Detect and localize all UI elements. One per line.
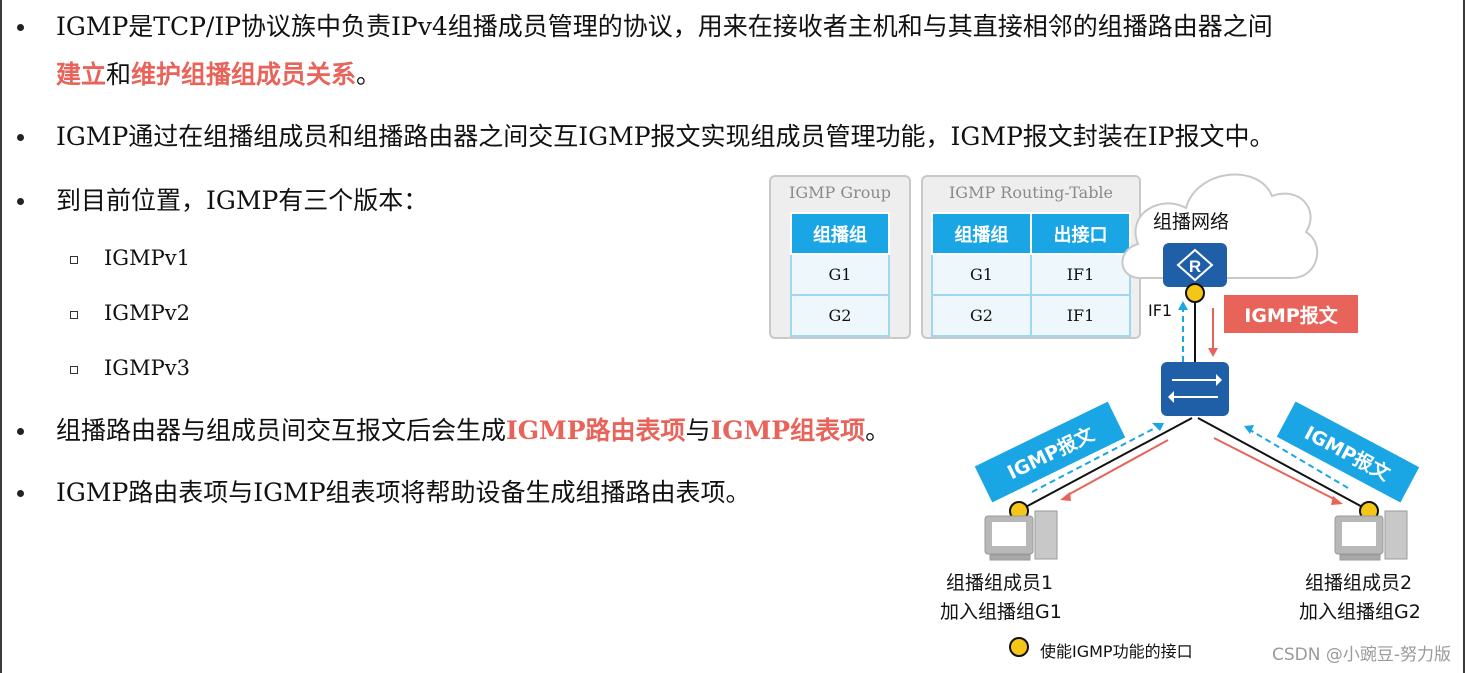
table-header: 组播组	[931, 212, 1032, 255]
table-cell: G2	[790, 294, 890, 337]
arrow-head	[1152, 423, 1164, 431]
sub-bullet-square	[70, 256, 78, 264]
table-cell: G2	[931, 294, 1032, 337]
sub-bullet-square	[70, 366, 78, 374]
pc-icon	[1334, 510, 1408, 561]
bullet-dot	[17, 134, 24, 141]
switch-icon	[1161, 362, 1229, 416]
bullet-text-1: IGMP是TCP/IP协议族中负责IPv4组播成员管理的协议，用来在接收者主机和…	[56, 12, 1273, 41]
table-cell: G1	[931, 253, 1032, 296]
highlight-establish: 建立	[56, 60, 107, 89]
arrow-head	[1244, 425, 1254, 434]
arrow-host1-down-red	[1065, 439, 1169, 497]
table-cell: G1	[790, 253, 890, 296]
member1-line1: 组播组成员1	[946, 572, 1054, 594]
arrow-head	[1060, 492, 1071, 501]
link-switch-host1	[1019, 417, 1193, 511]
bullet-text-2: IGMP通过在组播组成员和组播路由器之间交互IGMP报文实现组成员管理功能，IG…	[56, 122, 1275, 151]
bullet-dot	[17, 428, 24, 435]
version-item: IGMPv3	[104, 356, 190, 380]
arrow-host1-up-blue	[1031, 427, 1156, 493]
pc-icon	[984, 510, 1058, 561]
bullet-text-3: 到目前位置，IGMP有三个版本：	[56, 186, 429, 215]
link-switch-host2	[1197, 417, 1369, 511]
arrow-head	[1208, 348, 1218, 357]
igmp-group-table: IGMP Group 组播组 G1 G2	[769, 175, 911, 339]
bullet-text-4: 组播路由器与组成员间交互报文后会生成IGMP路由表项与IGMP组表项。	[56, 416, 891, 445]
arrow-host2-up-blue	[1249, 429, 1349, 489]
router-icon	[1163, 243, 1227, 287]
sub-bullet-square	[70, 311, 78, 319]
cloud-label: 组播网络	[1153, 211, 1230, 233]
igmp-routing-table: IGMP Routing-Table 组播组 出接口 G1 IF1 G2 IF1	[921, 175, 1141, 339]
arrow-head	[1331, 496, 1343, 505]
legend-dot	[1009, 637, 1029, 657]
interface-dot	[1185, 283, 1205, 303]
table-header: 组播组	[790, 212, 890, 255]
legend-label: 使能IGMP功能的接口	[1040, 642, 1193, 661]
routing-grid: 组播组 出接口 G1 IF1 G2 IF1	[931, 212, 1131, 337]
version-item: IGMPv1	[104, 246, 190, 270]
highlight-maintain: 维护组播组成员关系	[131, 60, 357, 89]
bullet-dot	[17, 24, 24, 31]
table-header: 出接口	[1030, 212, 1131, 255]
member2-line2: 加入组播组G2	[1299, 601, 1421, 623]
bullet-text-1-cont: 建立和维护组播组成员关系。	[56, 60, 382, 89]
table-cell: IF1	[1030, 294, 1131, 337]
right-border	[1463, 0, 1465, 673]
table-caption: IGMP Group	[789, 183, 891, 202]
igmp-tag-label: IGMP报文	[1244, 304, 1338, 327]
arrow-host2-down-red	[1213, 437, 1337, 501]
member1-line2: 加入组播组G1	[940, 601, 1062, 623]
router-symbol: R	[1189, 257, 1201, 276]
bullet-dot	[17, 198, 24, 205]
highlight-group-entry: IGMP组表项	[710, 416, 866, 445]
bullet-dot	[17, 490, 24, 497]
igmp-tag-red	[1224, 295, 1358, 333]
version-item: IGMPv2	[104, 301, 190, 325]
member2-line1: 组播组成员2	[1305, 572, 1413, 594]
arrow-head	[1178, 301, 1188, 310]
watermark: CSDN @小豌豆-努力版	[1271, 645, 1451, 665]
group-grid: 组播组 G1 G2	[790, 212, 890, 337]
highlight-routing-entry: IGMP路由表项	[506, 416, 686, 445]
igmp-tag-blue-left: IGMP报文	[974, 401, 1126, 503]
table-cell: IF1	[1030, 253, 1131, 296]
bullet-text-5: IGMP路由表项与IGMP组表项将帮助设备生成组播路由表项。	[56, 478, 751, 507]
left-border	[0, 0, 2, 673]
interface-label: IF1	[1148, 301, 1173, 320]
table-caption: IGMP Routing-Table	[948, 183, 1114, 202]
